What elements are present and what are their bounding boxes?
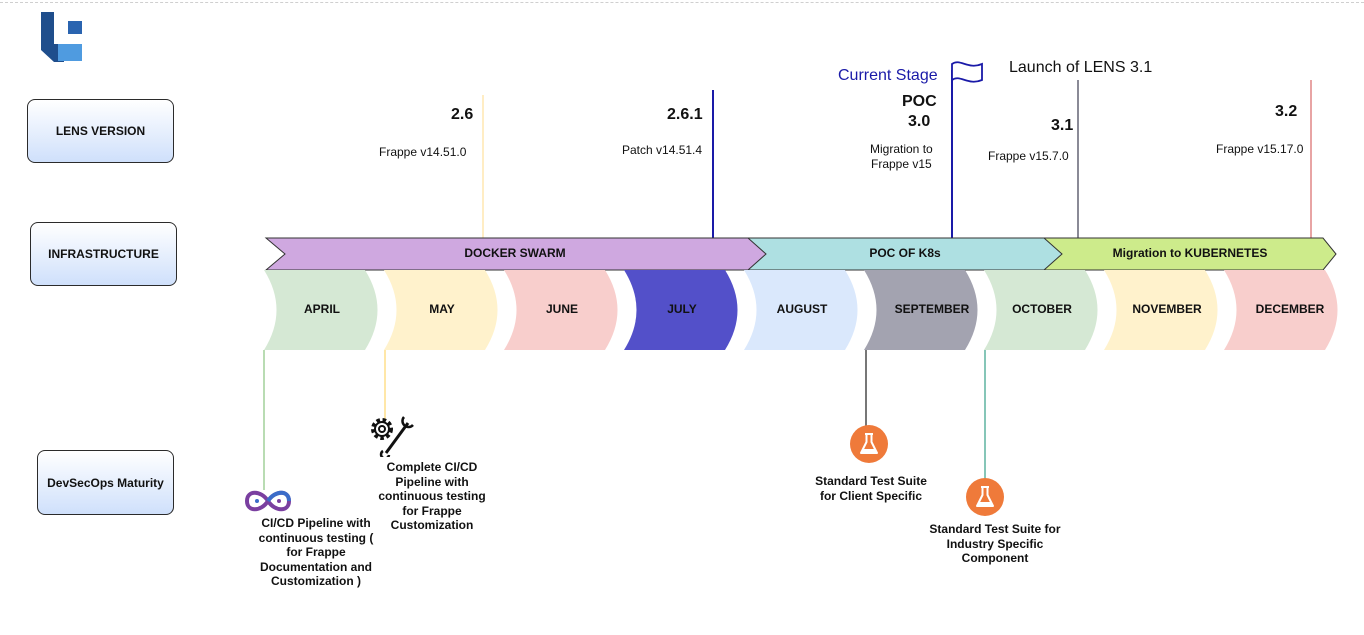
flag-icon [951,61,983,83]
month-label-june: JUNE [545,302,578,316]
version-2-6-1-detail: Patch v14.51.4 [622,143,703,157]
month-may [384,270,498,350]
flask-icon [850,425,888,463]
month-label-september: SEPTEMBER [894,302,970,316]
version-3-1: 3.1 [1051,117,1074,134]
gear-wrench-icon [371,416,414,457]
month-september [864,270,978,350]
month-label-november: NOVEMBER [1132,302,1202,316]
milestone-april-text: CI/CD Pipeline with continuous testing (… [258,516,374,588]
version-3-2-detail: Frappe v15.17.0 [1216,142,1304,156]
milestone-september-text: Standard Test Suite for Client Specific [815,474,927,503]
version-3-2: 3.2 [1275,103,1298,120]
month-june [504,270,618,350]
band-label-migration: Migration to KUBERNETES [1112,246,1268,260]
version-3-1-detail: Frappe v15.7.0 [988,149,1069,163]
band-label-poc-k8s: POC OF K8s [869,246,941,260]
logo-icon [41,12,82,62]
band-label-docker-swarm: DOCKER SWARM [464,246,566,260]
infrastructure-text: INFRASTRUCTURE [48,247,159,261]
month-december [1224,270,1338,350]
devops-infinity-icon [244,490,292,512]
month-label-july: JULY [667,302,697,316]
month-label-december: DECEMBER [1255,302,1325,316]
current-stage-label: Current Stage [838,67,938,84]
month-label-august: AUGUST [776,302,828,316]
milestone-may-text: Complete CI/CD Pipeline with continuous … [378,460,486,532]
month-label-may: MAY [429,302,455,316]
milestone-october-text: Standard Test Suite for Industry Specifi… [929,522,1061,565]
month-label-october: OCTOBER [1012,302,1072,316]
launch-label: Launch of LENS 3.1 [1009,59,1153,76]
month-april [264,270,378,350]
month-july [624,270,738,350]
version-3-0: 3.0 [908,113,931,130]
version-2-6-1: 2.6.1 [667,106,703,123]
top-dashed-border [0,2,1364,3]
version-2-6: 2.6 [451,106,474,123]
devsecops-text: DevSecOps Maturity [47,475,164,490]
flask-icon-2 [966,478,1004,516]
version-3-0-detail-2: Frappe v15 [871,157,932,171]
version-2-6-detail: Frappe v14.51.0 [379,145,467,159]
devsecops-row-label: DevSecOps Maturity [37,450,174,515]
lens-version-text: LENS VERSION [55,124,146,138]
month-label-april: APRIL [304,302,340,316]
version-3-0-detail-1: Migration to [870,142,933,156]
month-august [744,270,858,350]
month-november [1104,270,1218,350]
lens-version-row-label: LENS VERSION [27,99,174,163]
month-october [984,270,1098,350]
version-poc-prefix: POC [902,93,937,110]
infrastructure-row-label: INFRASTRUCTURE [30,222,177,286]
